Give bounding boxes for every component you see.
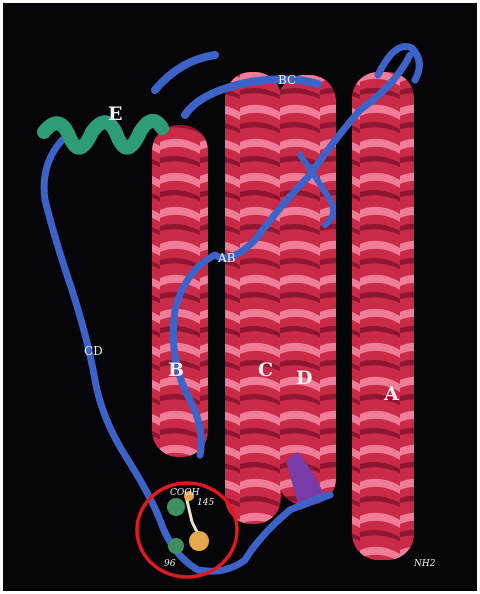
label-helix-b: B xyxy=(168,359,184,381)
label-n-terminus: NH2 xyxy=(413,559,436,569)
residue-green-lower xyxy=(168,538,184,554)
label-loop-cd: CD xyxy=(84,344,103,358)
residue-gold-large xyxy=(189,531,209,551)
helix-c xyxy=(225,72,281,524)
label-residue-96: 96 xyxy=(164,559,176,569)
label-helix-a: A xyxy=(383,383,399,405)
residue-green-upper xyxy=(167,498,185,516)
label-loop-bc: BC xyxy=(278,73,296,87)
label-helix-e: E xyxy=(108,103,122,125)
helix-d xyxy=(278,75,336,505)
helix-a xyxy=(352,72,414,560)
label-loop-ab: AB xyxy=(217,251,236,265)
label-residue-145: 145 xyxy=(197,498,214,508)
label-helix-c: C xyxy=(258,359,273,381)
label-c-terminus: COOH xyxy=(170,488,200,498)
label-helix-d: D xyxy=(296,367,312,389)
